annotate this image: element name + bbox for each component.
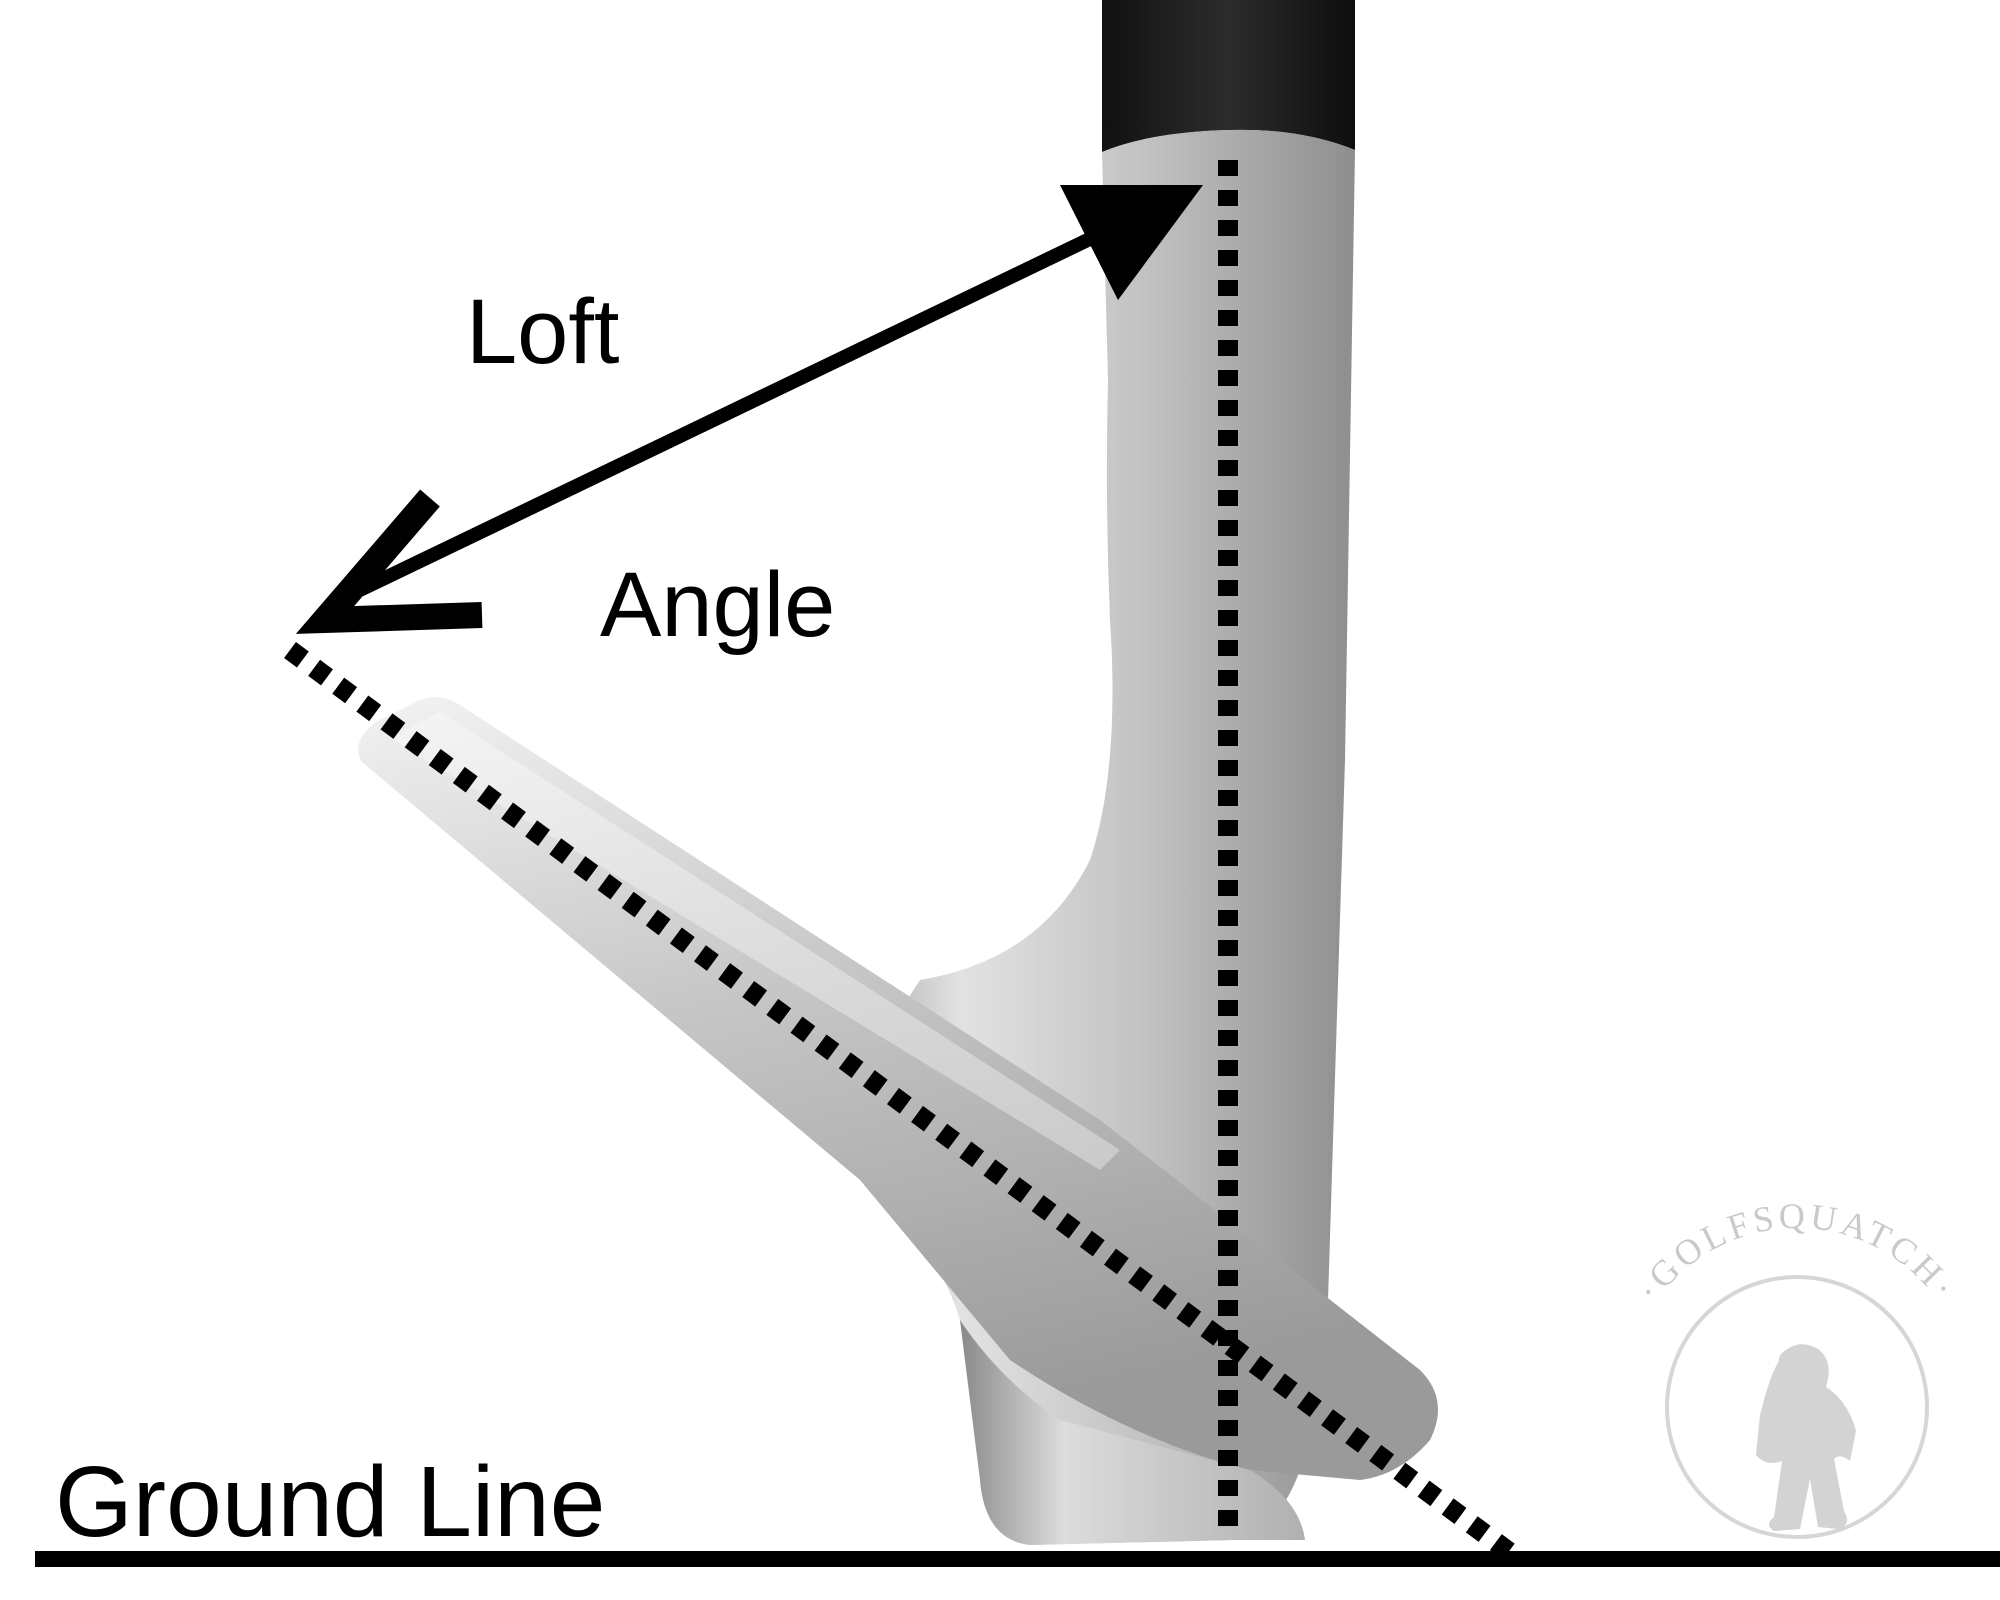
angle-label: Angle <box>600 554 835 656</box>
face-angle-dotted-line <box>284 641 1526 1569</box>
club-face <box>358 696 1438 1480</box>
loft-label: Loft <box>466 281 619 383</box>
arrow-head-left <box>295 489 483 634</box>
watermark-text: ·GOLFSQUATCH· <box>1629 1196 1966 1309</box>
loft-arrow <box>295 185 1203 634</box>
golfsquatch-logo-icon: ·GOLFSQUATCH· <box>1629 1196 1966 1539</box>
ground-line <box>35 1551 2000 1567</box>
shaft-ferrule <box>1102 0 1355 152</box>
wedge-club-head <box>358 0 1438 1545</box>
arrow-head-right <box>1060 185 1203 300</box>
arrow-shaft <box>356 203 1154 597</box>
ground-line-label: Ground Line <box>55 1446 605 1558</box>
bigfoot-silhouette-icon <box>1756 1344 1856 1531</box>
blade-highlight <box>390 712 1120 1170</box>
watermark-circle <box>1665 1275 1929 1539</box>
